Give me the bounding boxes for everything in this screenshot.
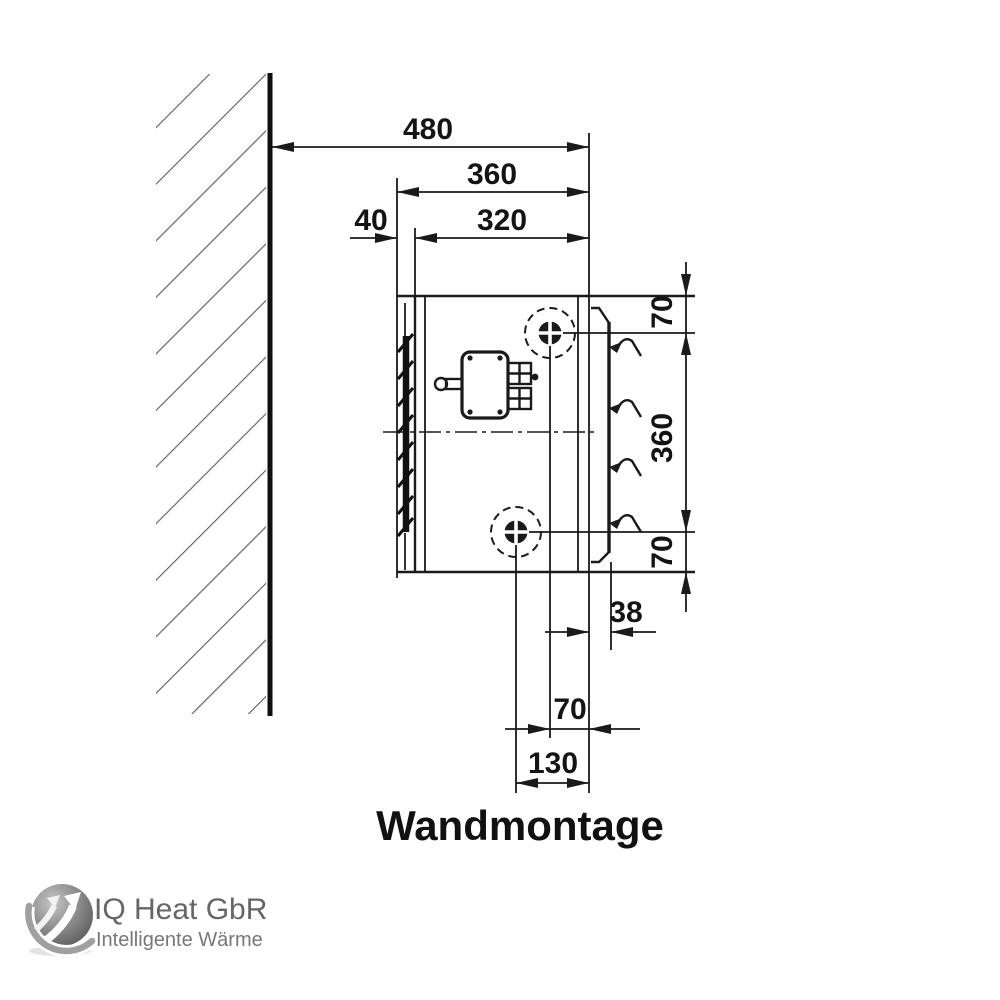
logo-swoosh bbox=[25, 902, 96, 955]
logo-arrow-big bbox=[43, 904, 77, 944]
wall-section bbox=[156, 73, 273, 716]
hole-clearance-circle bbox=[524, 307, 576, 359]
logo-arrow-big-head bbox=[64, 892, 81, 910]
drawing-title: Wandmontage bbox=[376, 802, 664, 849]
dim-480-wall-to-front: 480 bbox=[272, 113, 589, 152]
clip-icon bbox=[609, 338, 643, 357]
dim-38-panel-offset: 38 bbox=[545, 596, 656, 637]
dim-label-360-top: 360 bbox=[467, 158, 517, 191]
wall-bracket bbox=[396, 303, 415, 570]
dim-40-bracket-depth: 40 bbox=[350, 204, 397, 243]
dim-label-130: 130 bbox=[528, 747, 578, 780]
terminal-box-screw bbox=[497, 355, 503, 361]
dim-label-40: 40 bbox=[354, 204, 387, 237]
dim-130-bottom-hole-to-front: 130 bbox=[516, 747, 589, 788]
mounting-hole-bottom bbox=[490, 506, 542, 558]
logo-company-name: IQ Heat GbR bbox=[94, 893, 267, 926]
clip-icon bbox=[609, 458, 643, 477]
heater-housing bbox=[383, 294, 695, 574]
bracket-hatch-ticks bbox=[396, 333, 415, 537]
dim-label-70-bottom: 70 bbox=[553, 693, 586, 726]
dim-360-bracket-to-front: 360 bbox=[397, 158, 589, 197]
dim-label-70-bottom-right: 70 bbox=[646, 535, 679, 568]
dim-label-480: 480 bbox=[403, 113, 453, 146]
terminal-box-body bbox=[460, 350, 510, 420]
dim-label-320: 320 bbox=[477, 204, 527, 237]
clip-icon bbox=[609, 514, 643, 533]
mounting-hole-top bbox=[524, 307, 576, 359]
terminal-box bbox=[433, 350, 539, 420]
terminal-box-screw bbox=[467, 409, 473, 415]
wall-hatch-fill bbox=[156, 74, 266, 714]
hole-clearance-circle bbox=[490, 506, 542, 558]
dim-right-vertical-chain: 70 360 70 bbox=[646, 262, 691, 612]
company-logo: IQ Heat GbR Intelligente Wärme bbox=[22, 884, 267, 957]
dim-label-70-top-right: 70 bbox=[646, 295, 679, 328]
extension-lines bbox=[396, 133, 695, 793]
panel-clips bbox=[609, 338, 643, 533]
terminal-block-lower bbox=[506, 386, 533, 411]
dim-320-housing-depth: 320 bbox=[415, 204, 589, 243]
front-panel bbox=[591, 306, 643, 564]
dim-label-360-right: 360 bbox=[646, 413, 679, 463]
dim-70-top-hole-to-front: 70 bbox=[505, 693, 640, 734]
dim-label-38: 38 bbox=[609, 596, 642, 629]
front-panel-outline bbox=[591, 306, 611, 564]
shaft-body bbox=[444, 377, 464, 391]
terminal-box-screw bbox=[467, 355, 473, 361]
clip-icon bbox=[609, 399, 643, 418]
logo-arrow-small bbox=[33, 904, 57, 933]
terminal-pin-dot bbox=[531, 373, 539, 381]
terminal-block-upper bbox=[506, 361, 533, 386]
logo-tagline: Intelligente Wärme bbox=[96, 929, 263, 951]
logo-arrow-small-head bbox=[47, 895, 60, 908]
terminal-box-screw bbox=[497, 409, 503, 415]
